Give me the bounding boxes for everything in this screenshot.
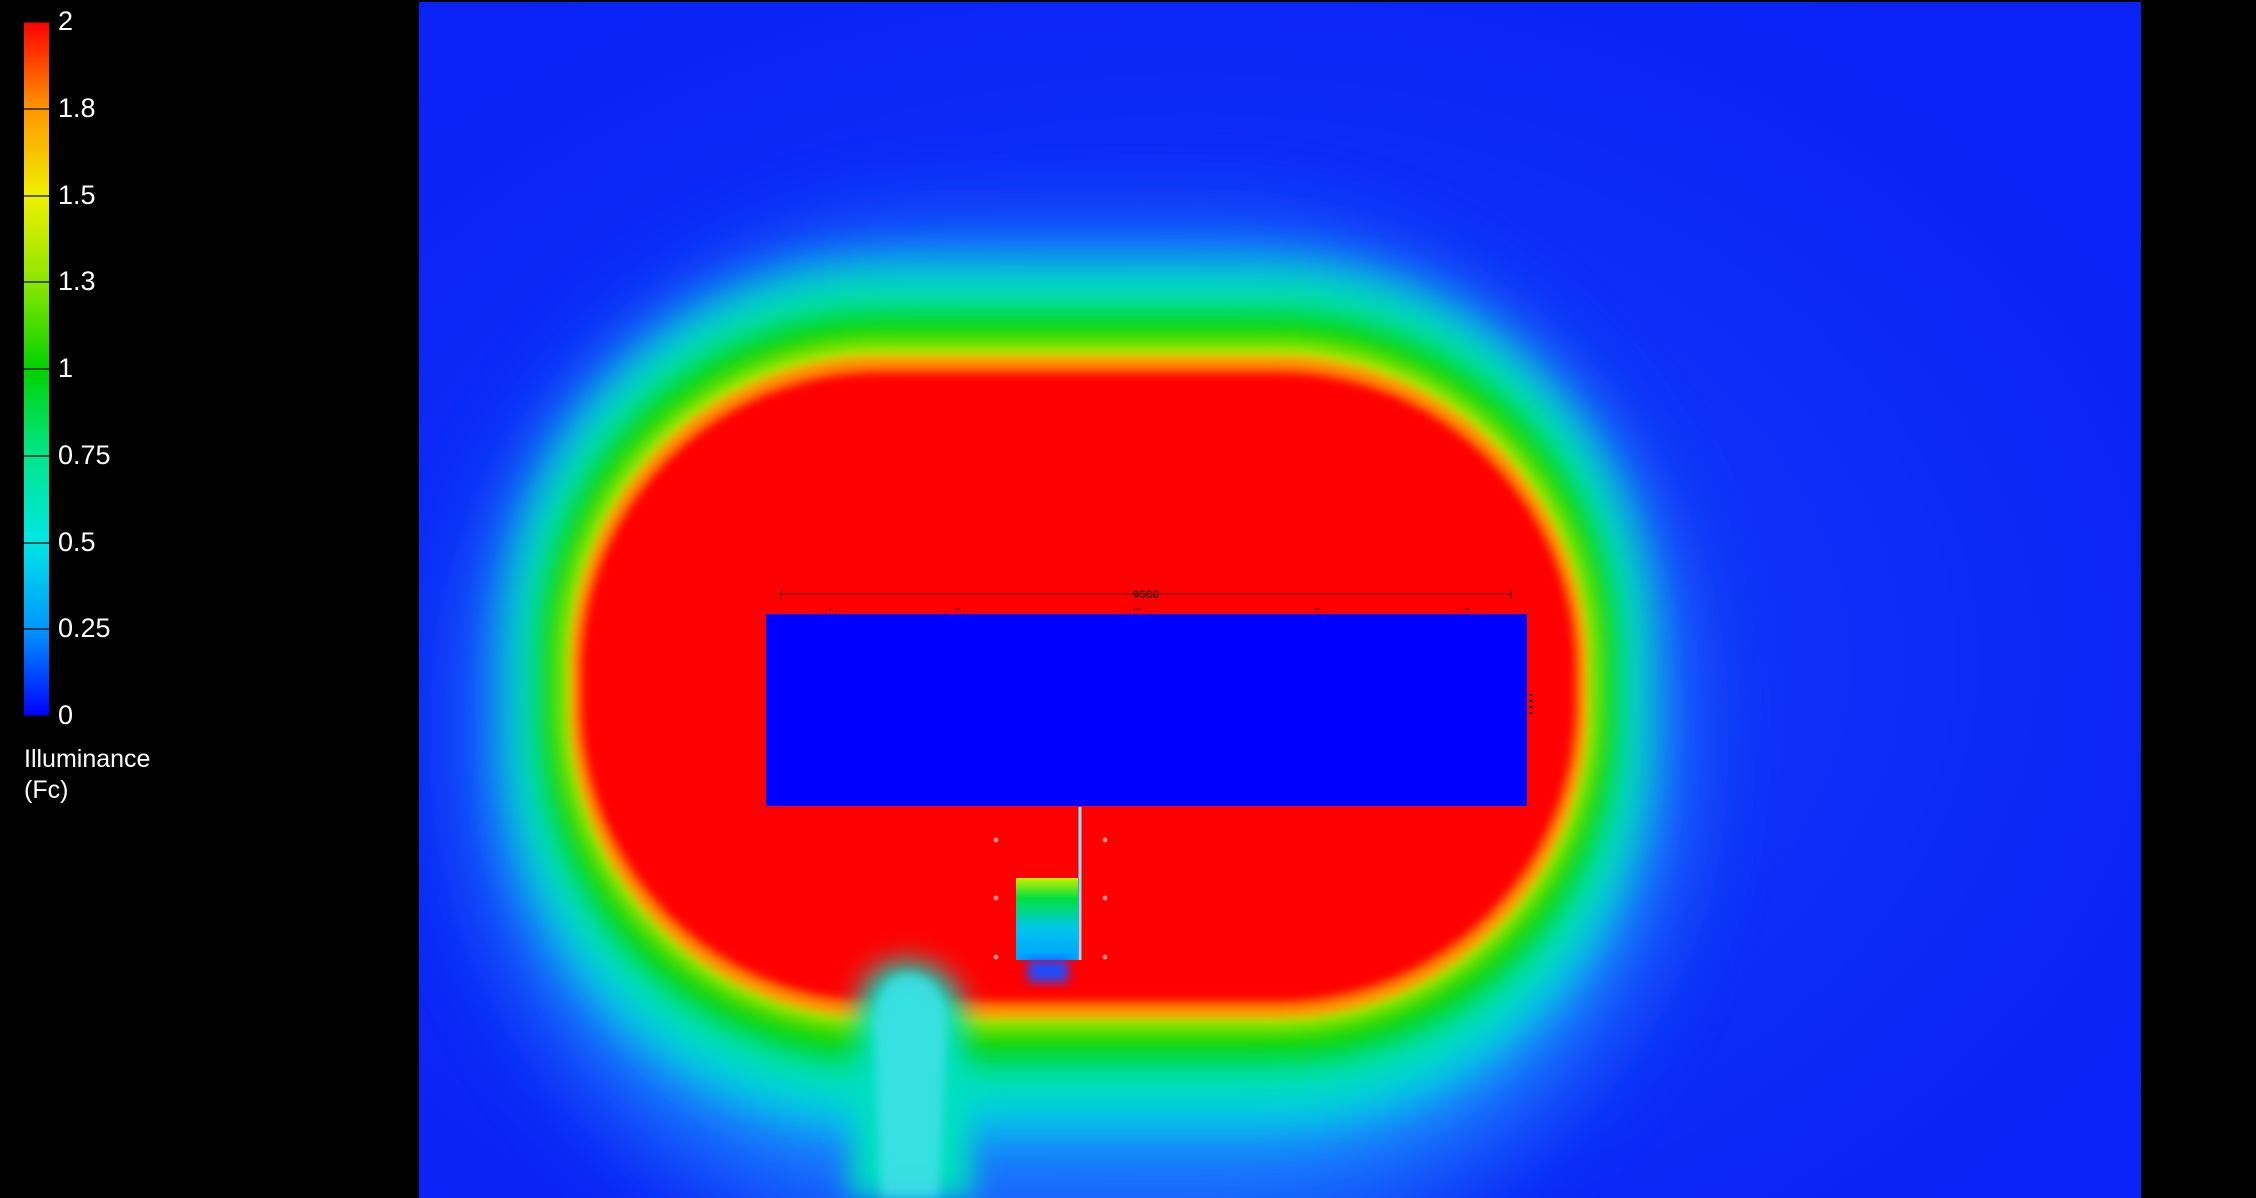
colorbar-tick-mark <box>24 21 51 23</box>
colorbar-tick-mark <box>24 715 51 717</box>
colorbar-tick-label: 1.5 <box>58 179 96 210</box>
dimension-side-ticks <box>1529 694 1533 714</box>
building-dimension-label: 95ƐƐ <box>1133 590 1160 602</box>
colorbar-tick-label: 1.3 <box>58 266 96 297</box>
colorbar-tick-mark <box>24 281 51 284</box>
colorbar-tick-label: 1 <box>58 353 74 383</box>
colorbar-tick-label: 0 <box>58 700 74 730</box>
driveway-notch <box>849 962 974 1198</box>
colorbar-title: Illuminance (Fc) <box>24 744 150 806</box>
colorbar-tick-mark <box>24 368 51 370</box>
colorbar-tick-mark <box>24 541 51 544</box>
colorbar-tick-label: 2 <box>58 6 74 36</box>
dimension-annotation <box>780 589 1512 610</box>
colorbar-title-line2: (Fc) <box>24 776 69 804</box>
colorbar-tick-mark <box>24 628 51 631</box>
colorbar-title-line1: Illuminance <box>24 745 151 773</box>
colorbar-tick-label: 0.75 <box>58 439 111 470</box>
illuminance-heatmap: 95ƐƐ <box>419 2 2141 1198</box>
colorbar-tick-label: 0.25 <box>58 613 111 644</box>
colorbar-tick-label: 1.8 <box>58 92 96 123</box>
colorbar-tick-mark <box>24 194 51 197</box>
small-structure <box>1016 878 1078 982</box>
colorbar-legend: 2 1.8 1.5 1.3 1 0.75 0.5 0.25 0 Illuminance (Fc) <box>0 0 419 1198</box>
colorbar-tick-mark <box>24 107 51 110</box>
heatmap-svg: 95ƐƐ <box>419 2 2141 1198</box>
right-margin <box>2141 0 2256 1198</box>
colorbar-tick-label: 0.5 <box>58 526 96 557</box>
fixture-markers <box>993 837 1108 960</box>
colorbar-tick-mark <box>24 454 51 457</box>
building-footprint <box>766 614 1527 806</box>
